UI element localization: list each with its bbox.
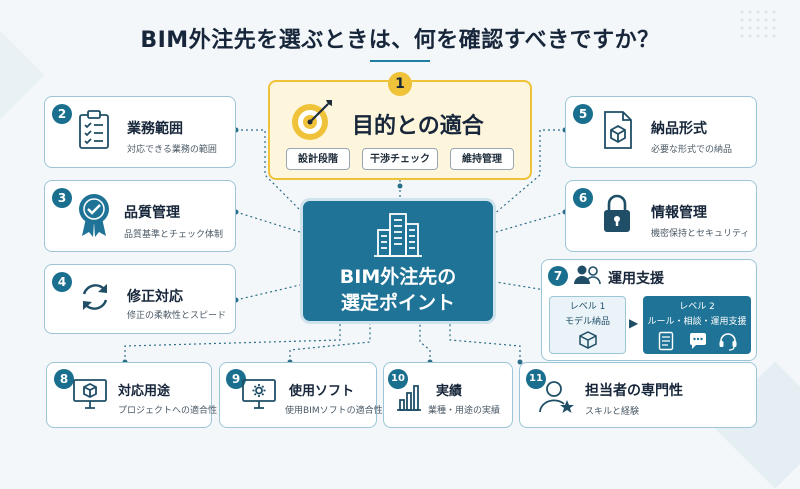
page-title: BIM外注先を選ぶときは、何を確認すべきですか？ [140, 28, 660, 53]
card-subtitle: 修正の柔軟性とスピード [127, 311, 227, 321]
support-level-2-label: レベル 2 [679, 302, 715, 312]
support-title: 運用支援 [608, 271, 664, 287]
goal-pill-maintenance: 維持管理 [450, 148, 514, 170]
award-ribbon-icon [79, 194, 109, 237]
card-number-badge: 3 [52, 188, 72, 208]
card-title: 修正対応 [127, 289, 183, 305]
card-subtitle: 機密保持とセキュリティ [651, 229, 750, 239]
document-icon [658, 331, 674, 351]
card-subtitle: 対応できる業務の範囲 [127, 145, 217, 155]
title-underline [370, 60, 430, 62]
card-number-badge: 11 [526, 369, 546, 389]
card-number-badge: 9 [226, 369, 246, 389]
card-title: 納品形式 [651, 121, 707, 137]
card-title: 品質管理 [124, 205, 180, 221]
goal-title: 目的との適合 [352, 114, 484, 139]
card-number-badge: 7 [548, 266, 568, 286]
card-number-badge: 5 [573, 104, 593, 124]
card-title: 対応用途 [118, 384, 171, 399]
goal-pill-design-stage: 設計段階 [286, 148, 350, 170]
card-subtitle: 必要な形式での納品 [651, 145, 733, 155]
card-software-used [219, 362, 377, 428]
building-icon [374, 213, 422, 257]
card-track-record [383, 362, 513, 428]
card-quality-control [44, 180, 236, 252]
card-number-badge: 6 [573, 188, 593, 208]
center-title-line2: 選定ポイント [340, 292, 455, 314]
card-delivery-format [565, 96, 757, 168]
chat-bubble-icon [690, 333, 706, 349]
card-revision-response [44, 264, 236, 334]
card-number-badge: 4 [52, 272, 72, 292]
card-title: 実績 [436, 384, 463, 399]
support-level-2-name: ルール・相談・運用支援 [647, 317, 747, 327]
card-title: 情報管理 [651, 205, 707, 221]
clipboard-checklist-icon [79, 110, 109, 149]
refresh-cycle-icon [82, 284, 108, 310]
card-number-badge: 10 [388, 369, 408, 389]
goal-number-badge: 1 [388, 72, 412, 96]
card-title: 業務範囲 [127, 121, 183, 137]
card-number-badge: 2 [52, 104, 72, 124]
padlock-icon [604, 194, 630, 232]
monitor-gear-icon [242, 379, 276, 409]
center-title-line1: BIM外注先の [339, 266, 457, 288]
card-subtitle: 使用BIMソフトの適合性 [285, 406, 383, 416]
card-title: 担当者の専門性 [585, 383, 683, 399]
center-hub [300, 198, 496, 324]
card-subtitle: 品質基準とチェック体制 [124, 230, 224, 240]
decorative-dots [738, 8, 778, 38]
goal-pill-clash-check: 干渉チェック [362, 148, 438, 170]
card-information-management [565, 180, 757, 252]
target-icon [292, 100, 332, 140]
card-subtitle: プロジェクトへの適合性 [118, 406, 218, 416]
card-subtitle: 業種・用途の実績 [428, 406, 501, 416]
card-subtitle: スキルと経験 [585, 407, 640, 417]
document-cube-icon [604, 111, 632, 149]
bar-chart-icon [397, 385, 421, 411]
person-star-icon [539, 381, 574, 413]
card-business-scope [44, 96, 236, 168]
monitor-cube-icon [73, 379, 107, 409]
cube-icon [579, 331, 597, 349]
people-icon [574, 265, 601, 285]
support-level-1-name: モデル納品 [564, 317, 610, 327]
arrow-right-icon: ▶ [629, 316, 639, 330]
support-level-1-label: レベル 1 [569, 302, 606, 312]
card-title: 使用ソフト [289, 384, 355, 399]
connector-lines [122, 127, 568, 365]
card-number-badge: 8 [54, 369, 74, 389]
headset-icon [719, 333, 737, 351]
